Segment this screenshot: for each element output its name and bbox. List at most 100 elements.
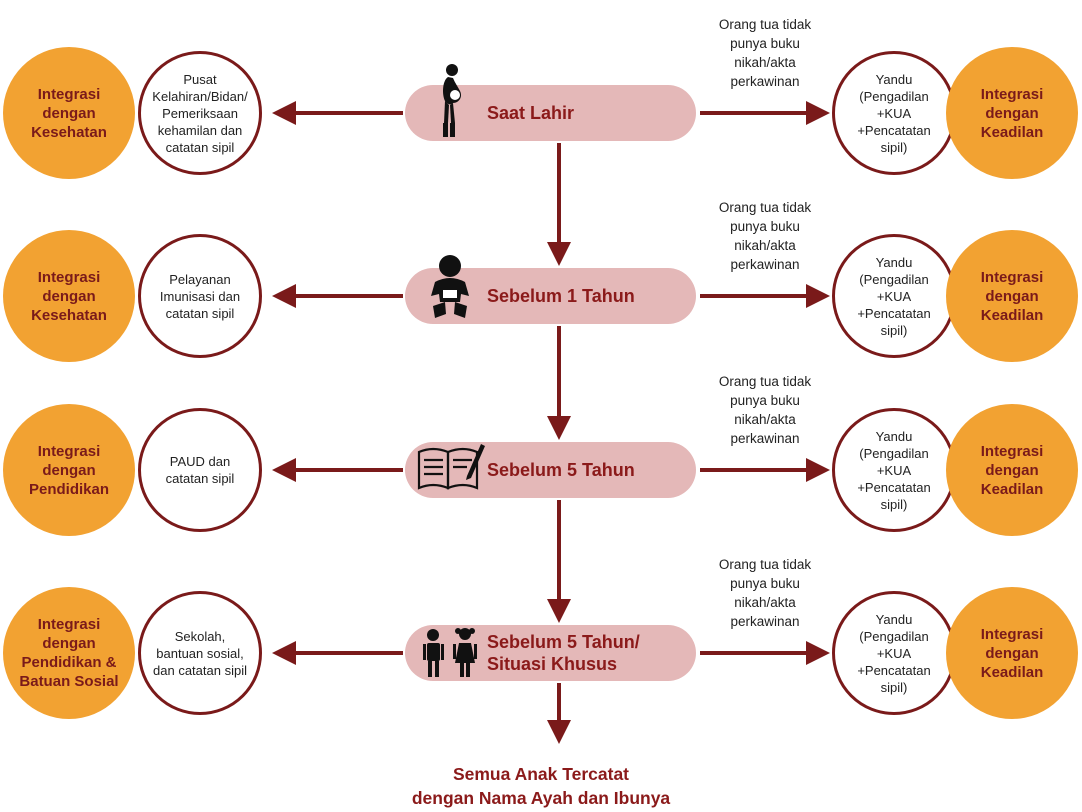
left-service-line: PAUD dan <box>169 454 231 469</box>
right-service-line: +KUA <box>876 105 912 121</box>
stage-label-line: Situasi Khusus <box>487 654 618 674</box>
left-integration-line: dengan <box>42 635 96 652</box>
left-service-line: bantuan sosial, <box>156 645 244 661</box>
left-service-line: Pusat <box>183 71 217 87</box>
left-integration-line: dengan <box>42 287 96 305</box>
final-outcome: Semua Anak Tercatat dengan Nama Ayah dan… <box>381 762 701 810</box>
condition-line: Orang tua tidak <box>718 200 812 215</box>
condition-text: Orang tua tidak punya buku nikah/akta perka… <box>694 198 836 274</box>
right-service-line: +Pencatatan <box>857 662 931 678</box>
stage-pill: Saat Lahir <box>405 64 696 141</box>
pregnant-woman-icon <box>415 61 485 141</box>
right-service-line: +KUA <box>876 645 912 661</box>
final-outcome-line-2: dengan Nama Ayah dan Ibunya <box>411 788 671 808</box>
condition-line: perkawinan <box>730 257 800 272</box>
right-integration-line: dengan <box>985 461 1039 479</box>
left-service-line: catatan sipil <box>165 305 235 321</box>
condition-note: Orang tua tidak punya buku nikah/akta perka… <box>694 198 836 274</box>
stage-label-line: Sebelum 1 Tahun <box>487 286 635 306</box>
right-integration-line: Integrasi <box>980 625 1044 643</box>
right-integration-line: dengan <box>985 104 1039 122</box>
condition-line: punya buku <box>730 219 800 234</box>
left-integration-line: Integrasi <box>37 442 101 460</box>
left-service-line: Pemeriksaan <box>162 105 238 121</box>
condition-line: punya buku <box>730 36 800 51</box>
condition-line: nikah/akta <box>734 238 796 253</box>
right-service-line: sipil) <box>880 322 908 338</box>
left-integration-line: Batuan Sosial <box>19 673 119 690</box>
left-service-line: dan catatan sipil <box>153 662 247 678</box>
condition-line: nikah/akta <box>734 412 796 427</box>
right-service-line: (Pengadilan <box>859 271 929 287</box>
condition-line: punya buku <box>730 576 800 591</box>
left-integration-line: Kesehatan <box>31 306 107 324</box>
condition-line: perkawinan <box>730 74 800 89</box>
stage-label: Sebelum 5 Tahun <box>487 459 635 481</box>
condition-line: perkawinan <box>730 431 800 446</box>
left-integration-line: Pendidikan & <box>21 654 117 671</box>
left-integration-line: Integrasi <box>37 85 101 103</box>
stage-label: Sebelum 5 Tahun/Situasi Khusus <box>487 631 640 675</box>
left-integration-line: dengan <box>42 461 96 479</box>
left-service-line: catatan sipil <box>165 139 235 155</box>
right-integration-line: Keadilan <box>980 123 1044 141</box>
left-integration-line: Pendidikan <box>28 480 110 498</box>
stage-label-line: Saat Lahir <box>487 103 575 123</box>
left-service-circle: Sekolah,bantuan sosial,dan catatan sipil <box>138 591 262 715</box>
condition-line: perkawinan <box>730 614 800 629</box>
condition-line: Orang tua tidak <box>718 557 812 572</box>
right-service-line: (Pengadilan <box>859 628 929 644</box>
right-service-line: Yandu <box>875 611 913 627</box>
right-integration-line: Keadilan <box>980 306 1044 324</box>
condition-line: Orang tua tidak <box>718 17 812 32</box>
right-integration-line: Keadilan <box>980 480 1044 498</box>
right-service-line: sipil) <box>880 679 908 695</box>
stage-pill: Sebelum 5 Tahun/Situasi Khusus <box>405 625 696 681</box>
left-service-line: Kelahiran/Bidan/ <box>152 88 248 104</box>
left-integration-line: dengan <box>42 104 96 122</box>
right-service-line: (Pengadilan <box>859 445 929 461</box>
right-integration-line: Keadilan <box>980 663 1044 681</box>
left-integration-line: Integrasi <box>37 268 101 286</box>
stage-label-line: Sebelum 5 Tahun <box>487 460 635 480</box>
right-integration-line: Integrasi <box>980 442 1044 460</box>
left-service-line: Imunisasi dan <box>159 288 241 304</box>
left-service-text: Sekolah,bantuan sosial,dan catatan sipil <box>153 628 247 679</box>
right-service-line: +Pencatatan <box>857 122 931 138</box>
right-service-line: Yandu <box>875 428 913 444</box>
stage-pill: Sebelum 5 Tahun <box>405 442 696 498</box>
right-service-line: Yandu <box>875 71 913 87</box>
left-integration-line: Kesehatan <box>31 123 107 141</box>
stage-label: Sebelum 1 Tahun <box>487 285 635 307</box>
